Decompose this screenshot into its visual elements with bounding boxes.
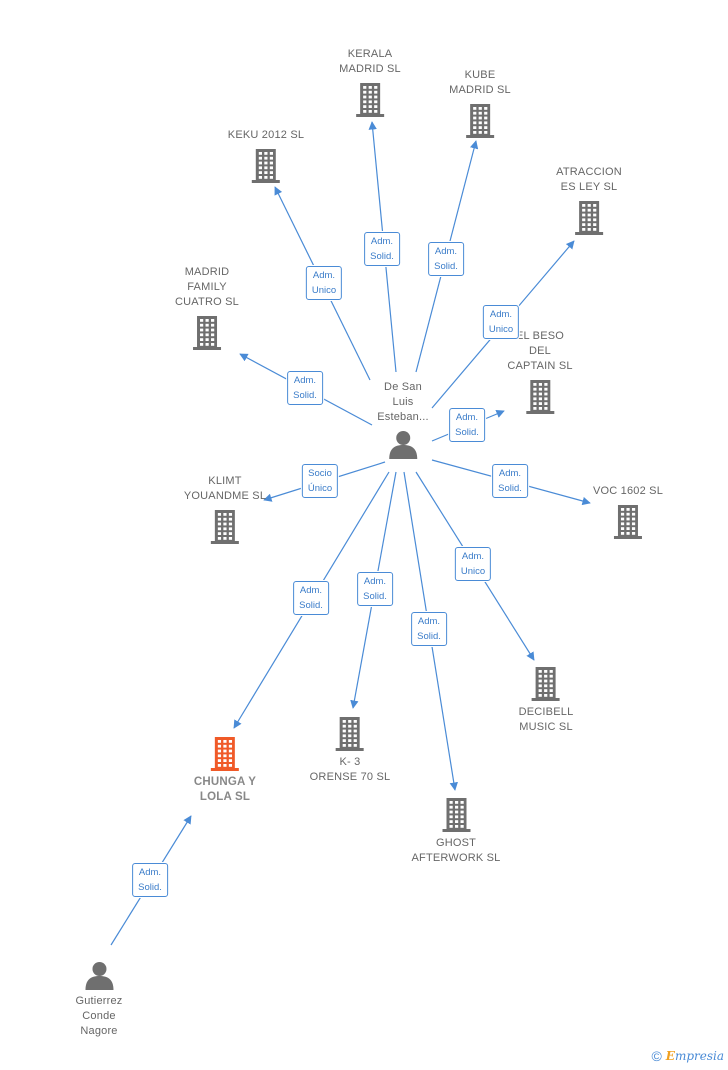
relation-label-r-chunga[interactable]: Adm. Solid. [293, 581, 329, 615]
building-icon-wrap [439, 796, 473, 832]
relation-label-r-k3[interactable]: Adm. Solid. [357, 572, 393, 606]
relation-label-r-kerala[interactable]: Adm. Solid. [364, 232, 400, 266]
building-icon-wrap [463, 102, 497, 138]
copyright-icon: © [651, 1048, 662, 1064]
building-icon-wrap [611, 503, 645, 539]
company-node-decibell[interactable]: DECIBELL MUSIC SL [519, 665, 574, 735]
relation-label-r-el-beso[interactable]: Adm. Solid. [449, 408, 485, 442]
node-label: GHOST AFTERWORK SL [411, 837, 501, 864]
node-label: DECIBELL MUSIC SL [518, 706, 574, 733]
relation-label-r-gutierrez-chunga[interactable]: Adm. Solid. [132, 863, 168, 897]
company-node-voc[interactable]: VOC 1602 SL [593, 484, 663, 539]
building-icon-wrap [353, 81, 387, 117]
relation-label-r-madrid-family[interactable]: Adm. Solid. [287, 371, 323, 405]
building-icon [442, 798, 470, 832]
person-node-gutierrez[interactable]: Gutierrez Conde Nagore [75, 960, 122, 1039]
person-node-de-san-luis[interactable]: De San Luis Esteban... [377, 380, 429, 459]
building-icon [355, 83, 384, 117]
building-icon-wrap [572, 199, 606, 235]
building-icon-wrap [190, 314, 224, 350]
building-icon [192, 316, 221, 350]
company-node-kerala[interactable]: KERALA MADRID SL [339, 47, 401, 117]
person-icon-wrap [84, 960, 114, 990]
building-icon [335, 717, 364, 751]
building-icon [574, 201, 603, 235]
company-node-keku[interactable]: KEKU 2012 SL [228, 128, 304, 183]
building-icon-wrap [208, 508, 242, 544]
node-label: EL BESO DEL CAPTAIN SL [507, 330, 573, 372]
node-label: KLIMT YOUANDME SL [183, 475, 267, 502]
building-icon-wrap [249, 147, 283, 183]
relation-label-r-kube[interactable]: Adm. Solid. [428, 242, 464, 276]
node-label: KERALA MADRID SL [339, 48, 401, 75]
node-label: Gutierrez Conde Nagore [75, 995, 123, 1037]
company-node-kube[interactable]: KUBE MADRID SL [449, 68, 511, 138]
company-node-klimt[interactable]: KLIMT YOUANDME SL [184, 474, 266, 544]
node-label: KUBE MADRID SL [449, 69, 511, 96]
node-label: K- 3 ORENSE 70 SL [309, 756, 391, 783]
company-node-atraccion[interactable]: ATRACCION ES LEY SL [556, 165, 622, 235]
brand-name: Empresia [665, 1049, 724, 1063]
building-icon [526, 380, 554, 414]
person-icon-wrap [388, 429, 418, 459]
person-icon [388, 431, 417, 459]
node-label: MADRID FAMILY CUATRO SL [175, 266, 239, 308]
building-icon-wrap [523, 378, 557, 414]
company-node-chunga[interactable]: CHUNGA Y LOLA SL [194, 735, 256, 805]
building-icon-wrap [333, 715, 367, 751]
company-node-madrid-family[interactable]: MADRID FAMILY CUATRO SL [175, 265, 239, 350]
relation-label-r-ghost[interactable]: Adm. Solid. [411, 612, 447, 646]
relation-label-r-keku[interactable]: Adm. Unico [305, 266, 343, 300]
building-icon [211, 737, 239, 771]
company-node-k3[interactable]: K- 3 ORENSE 70 SL [310, 715, 391, 785]
building-icon-wrap [529, 665, 563, 701]
relation-label-r-voc[interactable]: Adm. Solid. [492, 464, 528, 498]
building-icon [465, 104, 494, 138]
node-label: CHUNGA Y LOLA SL [193, 776, 257, 803]
company-node-ghost[interactable]: GHOST AFTERWORK SL [412, 796, 501, 866]
node-label: De San Luis Esteban... [377, 381, 429, 423]
node-label: VOC 1602 SL [592, 485, 664, 497]
building-icon-wrap [208, 735, 242, 771]
building-icon [252, 149, 280, 183]
building-icon [211, 510, 239, 544]
building-icon [613, 505, 642, 539]
person-icon [84, 962, 113, 990]
relation-label-r-decibell[interactable]: Adm. Unico [454, 547, 492, 581]
building-icon [531, 667, 560, 701]
relation-label-r-klimt[interactable]: Socio Único [301, 464, 339, 498]
node-label: ATRACCION ES LEY SL [556, 166, 622, 193]
brand-watermark: © Empresia [651, 1048, 724, 1064]
company-node-el-beso[interactable]: EL BESO DEL CAPTAIN SL [507, 329, 572, 414]
node-label: KEKU 2012 SL [227, 129, 305, 141]
relation-label-r-atraccion[interactable]: Adm. Unico [482, 305, 520, 339]
